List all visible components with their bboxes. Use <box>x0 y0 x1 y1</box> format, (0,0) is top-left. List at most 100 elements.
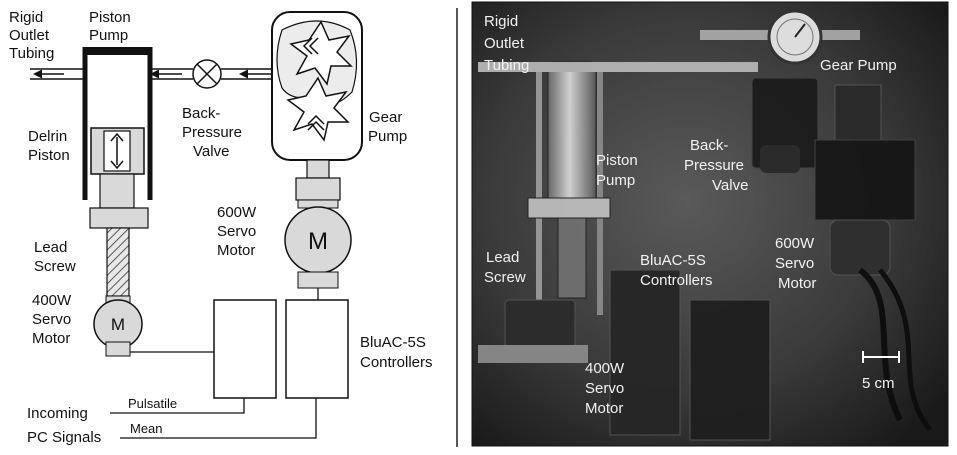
label-delrin-piston: Piston <box>28 147 70 164</box>
svg-text:Screw: Screw <box>34 258 76 275</box>
svg-text:Motor: Motor <box>585 400 623 417</box>
svg-text:Servo: Servo <box>32 311 71 328</box>
label-outlet: Outlet <box>9 27 50 44</box>
controller-box-pulsatile <box>213 299 277 399</box>
photo-label-tubing: Tubing <box>484 57 529 74</box>
svg-text:Outlet: Outlet <box>484 35 525 52</box>
svg-text:BluAC-5S: BluAC-5S <box>640 252 706 269</box>
photo-label-controllers: Controllers <box>640 272 713 289</box>
photo-label-valve: Valve <box>712 177 748 194</box>
label-rigid: Rigid <box>9 9 43 26</box>
scale-bar <box>862 351 900 363</box>
svg-text:Servo: Servo <box>775 255 814 272</box>
photo-label-400w-motor: Motor <box>585 400 623 417</box>
photo-panel: Rigid Outlet Tubing Gear Pump Piston Pum… <box>471 1 949 447</box>
svg-text:PC Signals: PC Signals <box>27 429 101 446</box>
svg-text:BluAC-5S: BluAC-5S <box>360 334 426 351</box>
svg-text:Tubing: Tubing <box>9 45 54 62</box>
photo-label-outlet: Outlet <box>484 35 525 52</box>
label-400w: 400W <box>32 292 72 309</box>
photo-label-scale: 5 cm <box>862 375 895 392</box>
label-pulsatile: Pulsatile <box>128 396 177 411</box>
svg-text:Outlet: Outlet <box>9 27 50 44</box>
photo-labels: Rigid Outlet Tubing Gear Pump Piston Pum… <box>484 13 897 417</box>
svg-text:Controllers: Controllers <box>360 354 433 371</box>
svg-text:Pump: Pump <box>89 27 128 44</box>
svg-text:Pressure: Pressure <box>182 124 242 141</box>
label-600w-servo: Servo <box>217 223 256 240</box>
label-valve: Valve <box>193 143 229 160</box>
label-600w-motor: Motor <box>217 242 255 259</box>
svg-text:Incoming: Incoming <box>27 405 88 422</box>
svg-text:Controllers: Controllers <box>640 272 713 289</box>
photo-apparatus <box>478 9 932 441</box>
svg-text:Motor: Motor <box>217 242 255 259</box>
svg-text:Motor: Motor <box>778 275 816 292</box>
label-mean: Mean <box>130 421 163 436</box>
photo-label-400w-servo: Servo <box>585 380 624 397</box>
photo-label-piston: Piston <box>596 152 638 169</box>
svg-text:Pump: Pump <box>368 128 407 145</box>
svg-text:Piston: Piston <box>596 152 638 169</box>
photo-label-screw: Screw <box>484 269 526 286</box>
svg-text:Screw: Screw <box>484 269 526 286</box>
label-gear-pump: Pump <box>368 128 407 145</box>
svg-text:Valve: Valve <box>712 177 748 194</box>
label-incoming: Incoming <box>27 405 88 422</box>
label-piston-pump-2: Pump <box>89 27 128 44</box>
label-400w-servo: Servo <box>32 311 71 328</box>
label-600w: 600W <box>217 204 257 221</box>
svg-text:Piston: Piston <box>28 147 70 164</box>
label-tubing: Tubing <box>9 45 54 62</box>
outlet-flow-lines <box>30 68 278 80</box>
svg-text:Rigid: Rigid <box>484 13 518 30</box>
svg-text:Motor: Motor <box>32 330 70 347</box>
signal-wiring <box>110 288 319 439</box>
svg-text:Tubing: Tubing <box>484 57 529 74</box>
schematic-panel: M <box>9 9 433 446</box>
gear-pump-shaft <box>295 159 341 201</box>
back-pressure-valve <box>192 59 222 89</box>
photo-label-pump: Pump <box>596 172 635 189</box>
svg-text:Pump: Pump <box>596 172 635 189</box>
servo-motor-600w: M <box>284 199 352 289</box>
coupling-block <box>89 207 149 229</box>
photo-label-400w: 400W <box>585 360 625 377</box>
label-pressure: Pressure <box>182 124 242 141</box>
gear-pump <box>271 11 363 161</box>
svg-text:Pressure: Pressure <box>684 157 744 174</box>
svg-text:Back-: Back- <box>690 137 728 154</box>
gear-wheel-lower <box>286 76 350 142</box>
photo-label-bluac: BluAC-5S <box>640 252 706 269</box>
photo-label-600w: 600W <box>775 235 815 252</box>
label-back: Back- <box>182 105 220 122</box>
photo-label-lead: Lead <box>486 249 519 266</box>
svg-text:Servo: Servo <box>585 380 624 397</box>
photo-label-600w-servo: Servo <box>775 255 814 272</box>
label-gear: Gear <box>369 109 402 126</box>
servo-motor-400w: M <box>93 295 143 357</box>
photo-label-gear-pump: Gear Pump <box>820 57 897 74</box>
photo-label-rigid: Rigid <box>484 13 518 30</box>
label-piston-pump-1: Piston <box>89 9 131 26</box>
label-pc-signals: PC Signals <box>27 429 101 446</box>
svg-text:600W: 600W <box>775 235 815 252</box>
controller-box-mean <box>285 299 349 399</box>
svg-text:Valve: Valve <box>193 143 229 160</box>
svg-text:Gear: Gear <box>369 109 402 126</box>
svg-text:Lead: Lead <box>34 239 67 256</box>
svg-text:Servo: Servo <box>217 223 256 240</box>
svg-text:400W: 400W <box>585 360 625 377</box>
delrin-piston <box>90 127 145 209</box>
label-bluac: BluAC-5S <box>360 334 426 351</box>
label-lead: Lead <box>34 239 67 256</box>
schematic-labels: Rigid Outlet Tubing Piston Pump Delrin P… <box>9 9 433 446</box>
lead-screw <box>106 227 130 297</box>
svg-text:Piston: Piston <box>89 9 131 26</box>
label-controllers: Controllers <box>360 354 433 371</box>
label-delrin: Delrin <box>28 128 67 145</box>
photo-label-back: Back- <box>690 137 728 154</box>
label-400w-motor: Motor <box>32 330 70 347</box>
svg-text:400W: 400W <box>32 292 72 309</box>
